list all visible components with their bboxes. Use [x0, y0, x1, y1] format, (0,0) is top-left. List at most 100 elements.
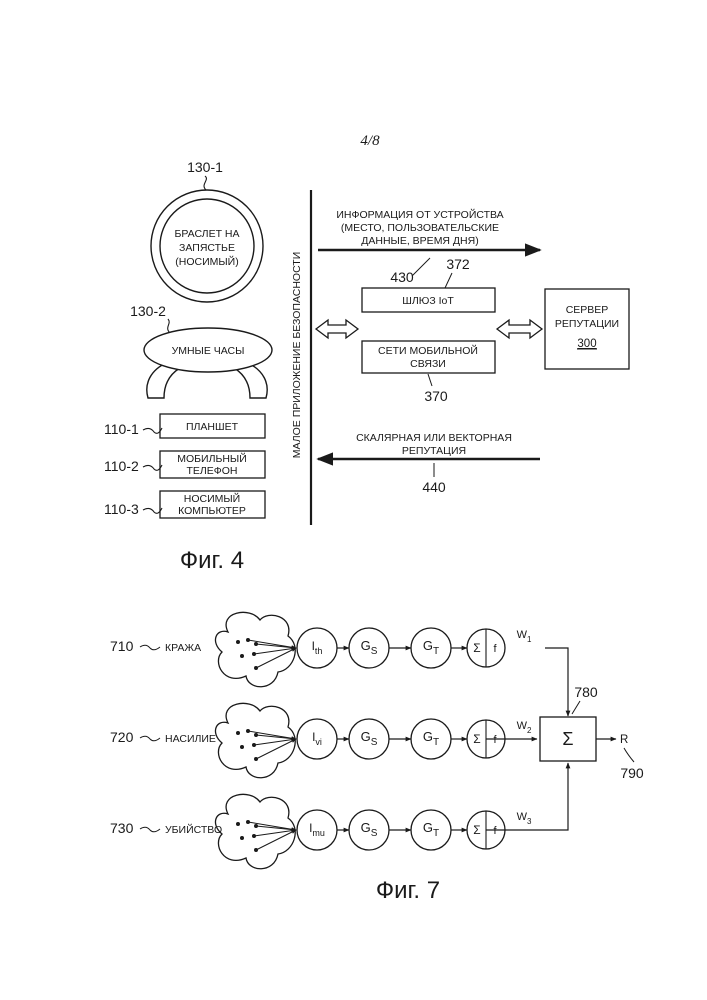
phone-label-2: ТЕЛЕФОН — [186, 465, 237, 477]
security-app-label: МАЛОЕ ПРИЛОЖЕНИЕ БЕЗОПАСНОСТИ — [291, 252, 303, 459]
mobile-networks-label-1: СЕТИ МОБИЛЬНОЙ — [378, 344, 478, 357]
device-info-ref: 430 — [390, 269, 414, 285]
weight-label: W1 — [517, 629, 532, 644]
gs-symbol: GS — [361, 729, 378, 748]
sigma-symbol: Σ — [473, 732, 480, 746]
indicator-symbol-sub: vi — [315, 737, 322, 747]
app-network-double-arrow — [316, 320, 358, 338]
row-leader — [140, 827, 160, 832]
reputation-label-2: РЕПУТАЦИЯ — [402, 445, 466, 457]
weight-label: W2 — [517, 720, 532, 735]
sigma-symbol: Σ — [473, 823, 480, 837]
data-point — [236, 731, 240, 735]
wearable-pc-ref: 110-3 — [104, 501, 139, 517]
figure-4: 130-1 БРАСЛЕТ НА ЗАПЯСТЬЕ (НОСИМЫЙ) 130-… — [104, 159, 629, 574]
indicator-symbol: Ivi — [312, 730, 322, 747]
watch-label: УМНЫЕ ЧАСЫ — [172, 345, 245, 357]
gt-symbol-sub: T — [433, 646, 439, 657]
figure-7-caption: Фиг. 7 — [376, 877, 440, 904]
data-point — [236, 822, 240, 826]
wearable-pc-label-1: НОСИМЫЙ — [184, 492, 240, 505]
tablet-device: 110-1 ПЛАНШЕТ — [104, 414, 265, 438]
gt-symbol-main: G — [423, 729, 433, 744]
indicator-symbol-sub: mu — [312, 828, 325, 838]
mobile-networks: СЕТИ МОБИЛЬНОЙ СВЯЗИ 370 — [362, 341, 495, 404]
smart-watch-device: 130-2 УМНЫЕ ЧАСЫ — [130, 303, 272, 398]
phone-label-1: МОБИЛЬНЫЙ — [177, 452, 247, 465]
sigma-symbol: Σ — [473, 641, 480, 655]
mobile-networks-label-2: СВЯЗИ — [410, 358, 446, 370]
figure-7: Σ 780 R 790 Фиг. 7 — [376, 648, 644, 904]
data-point — [240, 745, 244, 749]
mobile-networks-ref: 370 — [424, 388, 448, 404]
bracelet-label-2: ЗАПЯСТЬЕ — [179, 242, 235, 254]
indicator-rows: 710КРАЖАIthGSGTΣfW1720НАСИЛИЕIviGSGTΣfW2… — [110, 612, 532, 868]
row-ref: 720 — [110, 729, 134, 745]
gs-symbol-sub: S — [371, 737, 378, 748]
bracelet-label-1: БРАСЛЕТ НА — [174, 228, 239, 240]
iot-gateway: 372 ШЛЮЗ IoT — [362, 256, 495, 312]
gs-symbol-sub: S — [371, 646, 378, 657]
indicator-symbol: Ith — [312, 639, 323, 656]
gs-symbol-sub: S — [371, 828, 378, 839]
weight-label-main: W — [517, 720, 528, 732]
wristband-device: 130-1 БРАСЛЕТ НА ЗАПЯСТЬЕ (НОСИМЫЙ) — [151, 159, 263, 302]
indicator-symbol-sub: th — [315, 646, 323, 656]
sum-ref: 780 — [574, 684, 598, 700]
w1-path — [545, 648, 568, 716]
indicator-row: 710КРАЖАIthGSGTΣfW1 — [110, 612, 532, 686]
gs-symbol: GS — [361, 638, 378, 657]
gt-symbol-main: G — [423, 820, 433, 835]
f-symbol: f — [493, 734, 497, 746]
row-label: УБИЙСТВО — [165, 823, 222, 836]
weight-label-main: W — [517, 629, 528, 641]
reputation-flow: СКАЛЯРНАЯ ИЛИ ВЕКТОРНАЯ РЕПУТАЦИЯ 440 — [318, 432, 540, 495]
gs-symbol-main: G — [361, 638, 371, 653]
iot-gateway-ref: 372 — [446, 256, 470, 272]
indicator-row: 720НАСИЛИЕIviGSGTΣfW2 — [110, 703, 532, 777]
row-label: НАСИЛИЕ — [165, 733, 216, 745]
weight-label-sub: 3 — [527, 817, 532, 826]
data-point — [236, 640, 240, 644]
indicator-symbol: Imu — [309, 821, 325, 838]
row-ref: 730 — [110, 820, 134, 836]
bracelet-label-3: (НОСИМЫЙ) — [175, 255, 238, 268]
data-point — [240, 836, 244, 840]
output-label: R — [620, 734, 628, 746]
network-server-double-arrow — [497, 320, 542, 338]
device-info-label-2: (МЕСТО, ПОЛЬЗОВАТЕЛЬСКИЕ — [341, 222, 499, 234]
gt-symbol: GT — [423, 729, 439, 748]
gs-symbol-main: G — [361, 820, 371, 835]
indicator-row: 730УБИЙСТВОImuGSGTΣfW3 — [110, 794, 532, 868]
device-info-flow: ИНФОРМАЦИЯ ОТ УСТРОЙСТВА (МЕСТО, ПОЛЬЗОВ… — [318, 208, 540, 285]
device-info-label-3: ДАННЫЕ, ВРЕМЯ ДНЯ) — [361, 235, 478, 247]
server-label-1: СЕРВЕР — [566, 304, 609, 316]
gt-symbol: GT — [423, 820, 439, 839]
weight-label: W3 — [517, 811, 532, 826]
iot-gateway-label: ШЛЮЗ IoT — [402, 295, 454, 307]
device-info-label-1: ИНФОРМАЦИЯ ОТ УСТРОЙСТВА — [336, 208, 503, 221]
gt-symbol: GT — [423, 638, 439, 657]
server-label-2: РЕПУТАЦИИ — [555, 318, 619, 330]
weight-label-sub: 1 — [527, 635, 532, 644]
row-leader — [140, 736, 160, 741]
row-label: КРАЖА — [165, 642, 201, 654]
mobile-phone-device: 110-2 МОБИЛЬНЫЙ ТЕЛЕФОН — [104, 451, 265, 478]
gt-symbol-sub: T — [433, 828, 439, 839]
row-leader — [140, 645, 160, 650]
gt-symbol-sub: T — [433, 737, 439, 748]
reputation-server: СЕРВЕР РЕПУТАЦИИ 300 — [545, 289, 629, 369]
f-symbol: f — [493, 643, 497, 655]
gs-symbol: GS — [361, 820, 378, 839]
phone-ref: 110-2 — [104, 458, 139, 474]
tablet-label: ПЛАНШЕТ — [186, 421, 239, 433]
reputation-label-1: СКАЛЯРНАЯ ИЛИ ВЕКТОРНАЯ — [356, 432, 512, 444]
bracelet-ref: 130-1 — [187, 159, 223, 175]
tablet-ref: 110-1 — [104, 421, 139, 437]
page-number: 4/8 — [360, 133, 380, 149]
watch-ref: 130-2 — [130, 303, 166, 319]
row-ref: 710 — [110, 638, 134, 654]
output-ref: 790 — [620, 765, 644, 781]
weight-label-sub: 2 — [527, 726, 532, 735]
